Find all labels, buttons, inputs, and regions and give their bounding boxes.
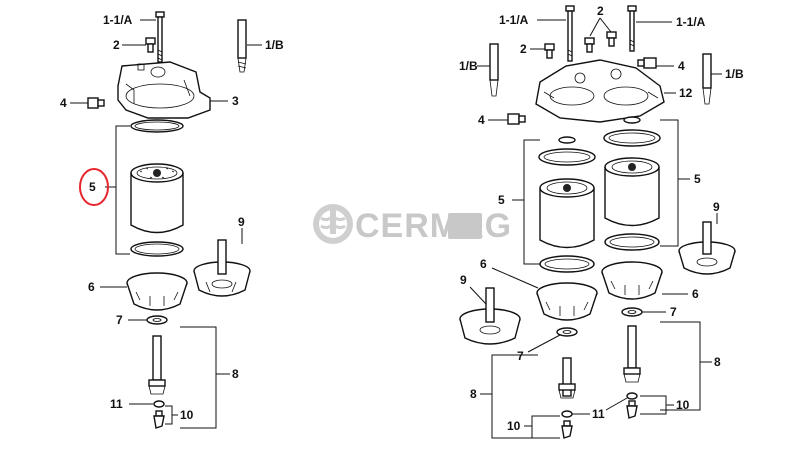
filter-cartridge-right bbox=[604, 157, 660, 227]
bowl-part-6-left bbox=[536, 282, 598, 321]
oring-part-11 bbox=[153, 400, 165, 408]
drain-bowl-part-9-left bbox=[459, 287, 521, 345]
label-10: 10 bbox=[180, 408, 194, 422]
seal-ring-left-top bbox=[538, 148, 596, 166]
label-5: 5 bbox=[89, 180, 96, 194]
label-3: 3 bbox=[232, 94, 239, 108]
bowl-part-6 bbox=[126, 272, 188, 311]
screw-part-2-top-a bbox=[584, 37, 595, 53]
filter-head-part-3 bbox=[117, 61, 211, 119]
label-1-1a: 1-1/A bbox=[103, 13, 133, 27]
drain-bowl-part-9-right bbox=[678, 221, 736, 275]
drain-tip-part-10-right bbox=[626, 400, 638, 419]
watermark-text: CERMAG bbox=[355, 207, 512, 245]
label-8-right: 8 bbox=[714, 355, 721, 369]
cermag-watermark: CERMAG bbox=[313, 204, 512, 245]
stud-part-1b-left bbox=[489, 43, 499, 97]
small-seal-left bbox=[558, 136, 576, 144]
label-7: 7 bbox=[116, 313, 123, 327]
label-2-top: 2 bbox=[597, 4, 604, 18]
right-assembly: 1-1/A 2 1-1/A 2 bbox=[459, 4, 744, 439]
plug-part-4 bbox=[507, 113, 526, 125]
stud-part-1b bbox=[237, 19, 247, 73]
bowl-part-6-right bbox=[601, 261, 663, 300]
oring-part-11-left bbox=[561, 410, 573, 418]
label-1b-right: 1/B bbox=[725, 67, 744, 81]
drain-bowl-part-9 bbox=[193, 239, 251, 297]
filter-cartridge-left bbox=[539, 178, 595, 249]
left-assembly: 1-1/A 2 1/B 3 4 bbox=[60, 11, 284, 429]
label-6-left: 6 bbox=[480, 257, 487, 271]
label-1b: 1/B bbox=[265, 38, 284, 52]
seal-ring-left-bottom bbox=[539, 255, 595, 273]
filter-cartridge-part-5 bbox=[130, 163, 184, 234]
bolt-part-1-1a bbox=[155, 11, 165, 63]
highlight-circle bbox=[79, 168, 109, 206]
label-1-1a-left: 1-1/A bbox=[499, 13, 529, 27]
washer-part-7-left bbox=[556, 327, 578, 337]
oring-part-11-right bbox=[626, 392, 638, 400]
label-8: 8 bbox=[232, 367, 239, 381]
label-5-left: 5 bbox=[498, 193, 505, 207]
label-9-right: 9 bbox=[713, 200, 720, 214]
label-7-right: 7 bbox=[670, 305, 677, 319]
label-10-left: 10 bbox=[507, 419, 521, 433]
label-9: 9 bbox=[238, 215, 245, 229]
label-6: 6 bbox=[88, 280, 95, 294]
label-7-left: 7 bbox=[517, 349, 524, 363]
drain-tip-part-10-left bbox=[561, 420, 573, 439]
drain-tip-part-10 bbox=[153, 410, 165, 429]
seal-ring-right-top bbox=[603, 129, 661, 147]
plug-part-4 bbox=[87, 97, 105, 109]
drain-plug-part-8-left bbox=[558, 357, 576, 399]
label-6-right: 6 bbox=[692, 287, 699, 301]
double-filter-head-part-12 bbox=[535, 59, 665, 123]
label-8-left: 8 bbox=[470, 387, 477, 401]
label-2: 2 bbox=[113, 38, 120, 52]
drain-plug-part-8-right bbox=[623, 325, 641, 383]
label-12: 12 bbox=[679, 86, 693, 100]
screw-part-2 bbox=[145, 37, 156, 53]
label-4: 4 bbox=[60, 96, 67, 110]
washer-part-7 bbox=[146, 315, 168, 325]
label-4-top: 4 bbox=[678, 59, 685, 73]
screw-part-2 bbox=[544, 43, 555, 59]
label-5-right: 5 bbox=[694, 172, 701, 186]
plug-part-4-top bbox=[637, 57, 657, 69]
bolt-part-1-1a-right bbox=[627, 5, 637, 52]
label-1-1a-right: 1-1/A bbox=[676, 15, 706, 29]
label-1b-left: 1/B bbox=[459, 59, 478, 73]
label-10-right: 10 bbox=[676, 398, 690, 412]
seal-ring-right-bottom bbox=[604, 233, 660, 251]
label-2: 2 bbox=[520, 42, 527, 56]
drain-plug-part-8 bbox=[148, 335, 166, 395]
label-11: 11 bbox=[110, 397, 123, 411]
bolt-part-1-1a-left bbox=[565, 5, 575, 62]
washer-part-7-right bbox=[621, 307, 643, 317]
small-seal-right bbox=[623, 116, 641, 124]
stud-part-1b-right bbox=[702, 53, 712, 105]
seal-ring-bottom bbox=[130, 241, 184, 257]
cermag-logo-icon bbox=[313, 204, 353, 244]
screw-part-2-top-b bbox=[606, 31, 617, 47]
label-11: 11 bbox=[592, 407, 605, 421]
label-4: 4 bbox=[478, 113, 485, 127]
label-9-left: 9 bbox=[460, 273, 467, 287]
